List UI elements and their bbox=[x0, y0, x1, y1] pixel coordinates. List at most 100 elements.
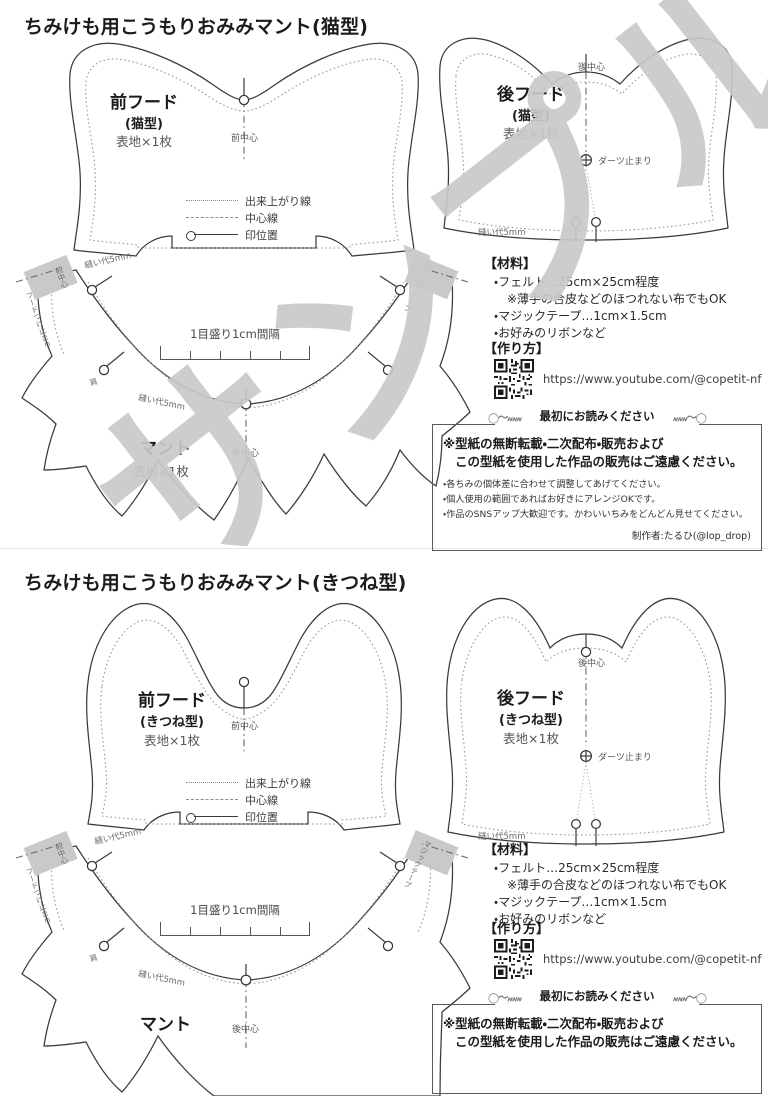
notice-body-fox: ※型紙の無断転載・二次配布・販売および この型紙を使用した作品の販売はご遠慮くだ… bbox=[432, 1004, 762, 1094]
howto-heading-fox: 【作り方】 bbox=[484, 922, 550, 937]
notice-box-fox: ◯〜៷៷៷ 最初にお読みください ៷៷៷〜◯ ※型紙の無断転載・二次配布・販売お… bbox=[432, 988, 762, 1094]
front-hood-name-cat: 前フード bbox=[110, 93, 178, 113]
materials-heading-fox: 【材料】 bbox=[484, 843, 537, 858]
circle-mark-icon bbox=[186, 230, 238, 241]
cape-center-mark-cat: 後中心 bbox=[232, 449, 260, 459]
notice-main-line1-cat: ※型紙の無断転載・二次配布・販売および bbox=[443, 436, 664, 451]
circle-mark-icon bbox=[186, 812, 238, 823]
materials-list-fox: ・フェルト…25cm×25cm程度 ※薄手の合皮などのほつれない布でもOK ・マ… bbox=[484, 860, 764, 928]
howto-block-cat: 【作り方】 bbox=[484, 338, 764, 399]
legend-label-center-line: 中心線 bbox=[245, 211, 278, 225]
legend-row-finished-line: 出来上がり線 bbox=[186, 192, 311, 209]
notice-header-text-cat: 最初にお読みください bbox=[539, 409, 655, 423]
legend-row-mark-position: 印位置 bbox=[186, 808, 311, 825]
notice-credit-cat: 制作者:たるひ(@lop_drop) bbox=[631, 530, 751, 542]
piece-front-hood-cat bbox=[69, 42, 419, 257]
back-hood-dart-mark-fox: ダーツ止まり bbox=[598, 753, 652, 763]
qr-row-fox: https://www.youtube.com/@copetit-nf bbox=[484, 939, 764, 979]
notice-bullet: ・各ちみの個体差に合わせて調整してあげてください。 bbox=[443, 479, 666, 491]
qr-code-icon[interactable] bbox=[494, 359, 534, 399]
notice-body-cat: ※型紙の無断転載・二次配布・販売および この型紙を使用した作品の販売はご遠慮くだ… bbox=[432, 424, 762, 551]
material-item: ・マジックテープ…1cm×1.5cm bbox=[494, 895, 667, 910]
scale-caption-fox: 1目盛り1cm間隔 bbox=[190, 903, 280, 917]
scale-caption-cat: 1目盛り1cm間隔 bbox=[190, 327, 280, 341]
back-hood-type-fox: (きつね型) bbox=[499, 713, 563, 728]
cape-name-fox: マント bbox=[140, 1015, 191, 1035]
legend-label-mark-position: 印位置 bbox=[245, 810, 278, 824]
back-hood-qty-cat: 表地×1枚 bbox=[503, 126, 559, 141]
back-hood-type-cat: (猫型) bbox=[512, 109, 550, 124]
notice-main-line2-cat: この型紙を使用した作品の販売はご遠慮ください。 bbox=[455, 454, 743, 470]
material-item: ・お好みのリボンなど bbox=[494, 326, 607, 341]
swirl-right-icon: ៷៷៷〜◯ bbox=[672, 993, 707, 1004]
front-hood-type-cat: (猫型) bbox=[125, 117, 163, 132]
swirl-right-icon: ៷៷៷〜◯ bbox=[672, 413, 707, 424]
legend-label-finished-line: 出来上がり線 bbox=[245, 776, 311, 790]
dotted-line-icon bbox=[186, 196, 238, 206]
notice-header-cat: ◯〜៷៷៷ 最初にお読みください ៷៷៷〜◯ bbox=[432, 408, 762, 424]
sheet-title-cat: ちみけも用こうもりおみみマント(猫型) bbox=[24, 16, 369, 38]
sheet-title-fox: ちみけも用こうもりおみみマント(きつね型) bbox=[24, 572, 407, 594]
notice-main-fox: ※型紙の無断転載・二次配布・販売および この型紙を使用した作品の販売はご遠慮くだ… bbox=[443, 1015, 751, 1051]
notice-main-line2-fox: この型紙を使用した作品の販売はご遠慮ください。 bbox=[455, 1034, 743, 1050]
notice-bullets-cat: ・各ちみの個体差に合わせて調整してあげてください。 ・個人使用の範囲であればお好… bbox=[443, 478, 751, 523]
legend-cat: 出来上がり線 中心線 印位置 bbox=[186, 192, 311, 243]
material-item: ・マジックテープ…1cm×1.5cm bbox=[494, 309, 667, 324]
materials-list-cat: ・フェルト…25cm×25cm程度 ※薄手の合皮などのほつれない布でもOK ・マ… bbox=[484, 274, 764, 342]
back-hood-dart-mark-cat: ダーツ止まり bbox=[598, 157, 652, 167]
legend-label-finished-line: 出来上がり線 bbox=[245, 194, 311, 208]
cape-name-cat: マント bbox=[140, 439, 191, 459]
piece-front-hood-fox bbox=[86, 603, 402, 831]
material-item: ・お好みのリボンなど bbox=[494, 912, 607, 927]
legend-fox: 出来上がり線 中心線 印位置 bbox=[186, 774, 311, 825]
back-hood-center-mark-cat: 後中心 bbox=[578, 63, 606, 73]
legend-row-center-line: 中心線 bbox=[186, 791, 311, 808]
youtube-url-cat[interactable]: https://www.youtube.com/@copetit-nf bbox=[543, 372, 762, 386]
back-hood-name-fox: 後フード bbox=[497, 689, 565, 709]
notice-header-fox: ◯〜៷៷៷ 最初にお読みください ៷៷៷〜◯ bbox=[432, 988, 762, 1004]
notice-bullet: ・作品のSNSアップ大歓迎です。かわいいちみをどんどん見せてください。 bbox=[443, 509, 748, 521]
notice-main-cat: ※型紙の無断転載・二次配布・販売および この型紙を使用した作品の販売はご遠慮くだ… bbox=[443, 435, 751, 471]
dash-dot-line-icon bbox=[186, 213, 238, 223]
pattern-sheet-fox: ちみけも用こうもりおみみマント(きつね型) .cut2{fill:#fff;st… bbox=[0, 556, 768, 1096]
cape-qty-cat: 表地×1枚 bbox=[133, 464, 189, 479]
back-hood-seam-allowance-cat: 縫い代5mm bbox=[478, 228, 526, 238]
back-hood-center-mark-fox: 後中心 bbox=[578, 659, 606, 669]
qr-row-cat: https://www.youtube.com/@copetit-nf bbox=[484, 359, 764, 399]
dotted-line-icon bbox=[186, 778, 238, 788]
youtube-url-fox[interactable]: https://www.youtube.com/@copetit-nf bbox=[543, 952, 762, 966]
front-hood-qty-fox: 表地×1枚 bbox=[144, 733, 200, 748]
piece-cape-fox bbox=[15, 830, 471, 1096]
legend-row-mark-position: 印位置 bbox=[186, 226, 311, 243]
howto-heading-cat: 【作り方】 bbox=[484, 342, 550, 357]
pattern-drawing-cat: .cut{fill:#fff;stroke:#3a3a3a;stroke-wid… bbox=[15, 37, 733, 521]
notice-bullet: ・個人使用の範囲であればお好きにアレンジOKです。 bbox=[443, 494, 661, 506]
material-item: ・フェルト…25cm×25cm程度 bbox=[494, 861, 660, 875]
ruler-graphic-cat bbox=[160, 344, 310, 360]
legend-label-mark-position: 印位置 bbox=[245, 228, 278, 242]
material-item: ※薄手の合皮などのほつれない布でもOK bbox=[507, 878, 727, 893]
material-item: ・フェルト…25cm×25cm程度 bbox=[494, 275, 660, 289]
materials-heading-cat: 【材料】 bbox=[484, 257, 537, 272]
legend-row-center-line: 中心線 bbox=[186, 209, 311, 226]
material-item: ※薄手の合皮などのほつれない布でもOK bbox=[507, 292, 727, 307]
back-hood-qty-fox: 表地×1枚 bbox=[503, 731, 559, 746]
ruler-graphic-fox bbox=[160, 920, 310, 936]
back-hood-seam-allowance-fox: 縫い代5mm bbox=[478, 832, 526, 842]
piece-back-hood-cat bbox=[439, 37, 733, 242]
piece-cape-cat bbox=[15, 254, 471, 521]
materials-block-cat: 【材料】 ・フェルト…25cm×25cm程度 ※薄手の合皮などのほつれない布でも… bbox=[484, 253, 764, 342]
legend-label-center-line: 中心線 bbox=[245, 793, 278, 807]
qr-code-icon[interactable] bbox=[494, 939, 534, 979]
sheet-divider bbox=[0, 548, 768, 549]
legend-row-finished-line: 出来上がり線 bbox=[186, 774, 311, 791]
piece-back-hood-fox bbox=[446, 597, 726, 846]
dash-dot-line-icon bbox=[186, 795, 238, 805]
swirl-left-icon: ◯〜៷៷៷ bbox=[488, 993, 522, 1004]
notice-header-text-fox: 最初にお読みください bbox=[539, 989, 655, 1003]
scale-ruler-fox: 1目盛り1cm間隔 bbox=[160, 902, 310, 936]
pattern-sheet-cat: ちみけも用こうもりおみみマント(猫型) .cut{fill:#fff;strok… bbox=[0, 0, 768, 551]
swirl-left-icon: ◯〜៷៷៷ bbox=[488, 413, 522, 424]
notice-box-cat: ◯〜៷៷៷ 最初にお読みください ៷៷៷〜◯ ※型紙の無断転載・二次配布・販売お… bbox=[432, 408, 762, 551]
